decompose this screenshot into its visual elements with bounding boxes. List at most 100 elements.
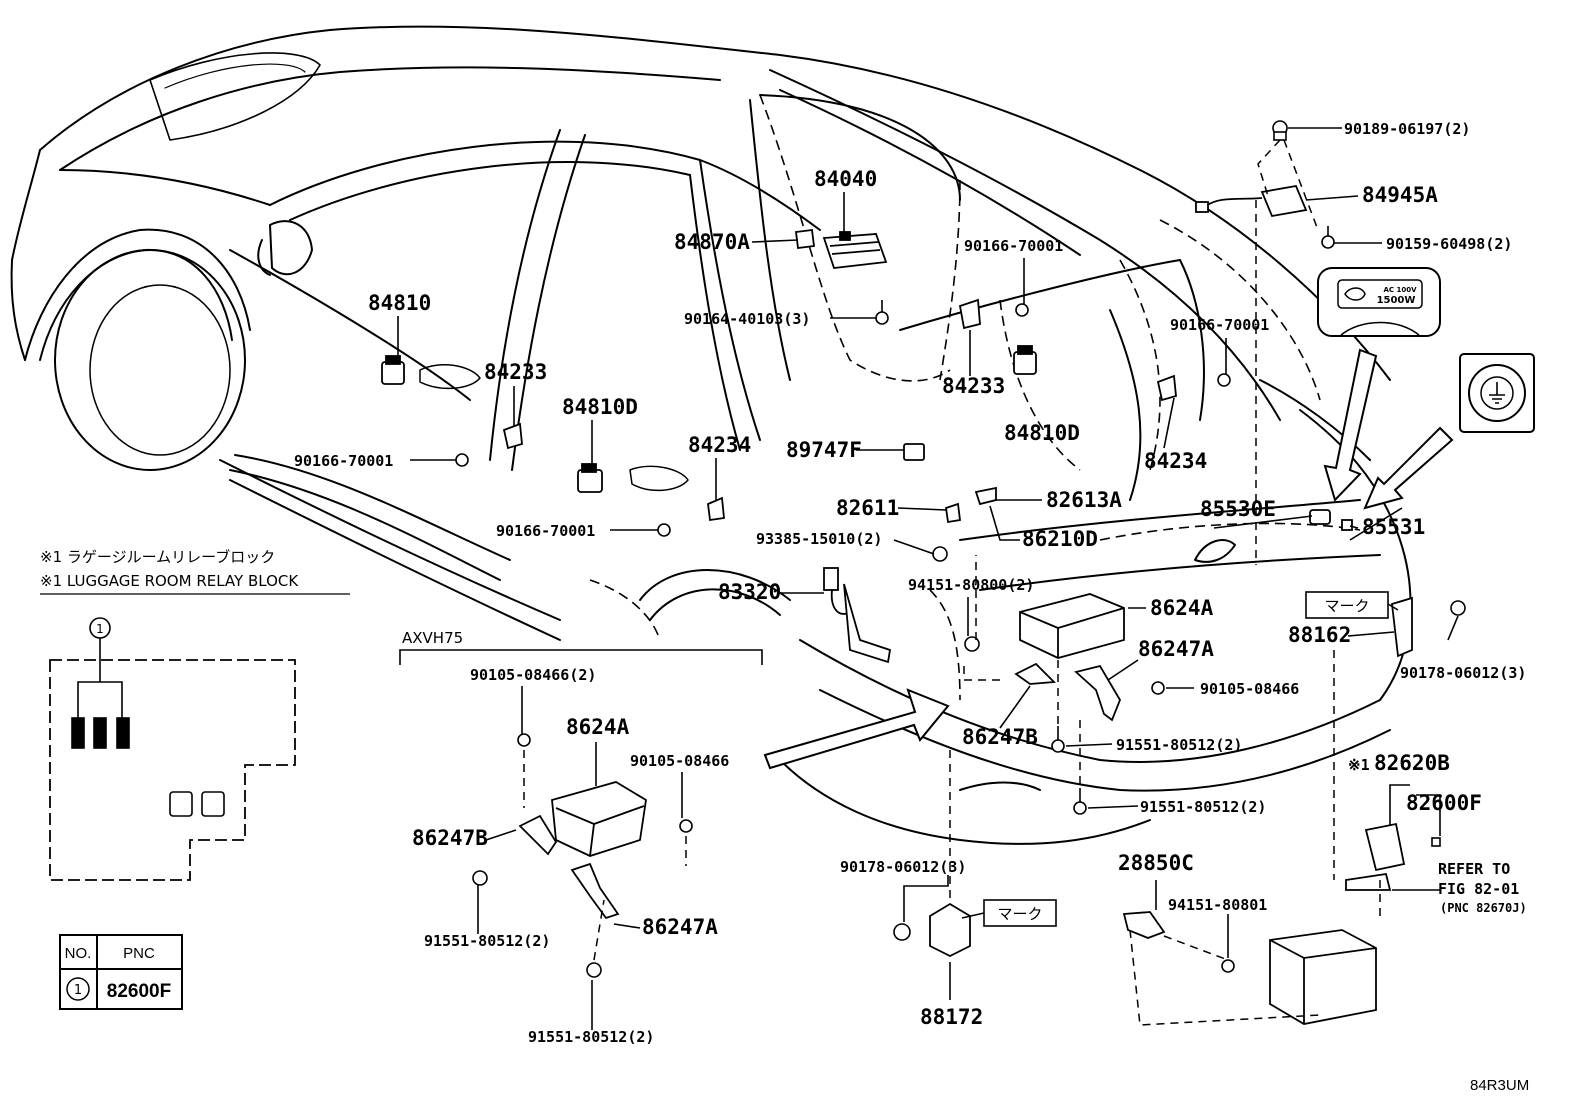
label-84234-right: 84234 (1144, 449, 1207, 473)
screw-90159-icon (1321, 226, 1335, 249)
label-84810d-left: 84810D (562, 395, 638, 419)
clip-85531-icon (1341, 519, 1353, 531)
relay-callout-number: 1 (96, 622, 104, 636)
relay-block-inset (49, 659, 296, 881)
relay-85530e-icon (1309, 509, 1331, 525)
label-90164-40103: 90164-40103(3) (684, 310, 810, 328)
label-8624a-main: 8624A (1150, 596, 1214, 620)
label-90159-60498: 90159-60498(2) (1386, 235, 1512, 253)
plug-icon (1344, 287, 1366, 301)
relay-block-84040-icon (822, 231, 888, 269)
switch-84870a-icon (794, 228, 816, 250)
note-en: ※1 LUGGAGE ROOM RELAY BLOCK (40, 572, 299, 590)
relay-block-82620b-icon (1345, 822, 1406, 891)
refer-line3: (PNC 82670J) (1440, 901, 1527, 915)
label-84233-right: 84233 (942, 374, 1005, 398)
label-82600f: 82600F (1406, 791, 1482, 815)
arrow-to-85530e (1323, 348, 1378, 502)
label-84945a: 84945A (1362, 183, 1438, 207)
connector-82611-icon (945, 502, 962, 524)
mark-label-boxes (961, 591, 1399, 927)
label-90166-70001-d: 90166-70001 (496, 522, 595, 540)
sensor-83320-icon (823, 567, 892, 664)
label-85530e: 85530E (1200, 497, 1276, 521)
part-glyphs (381, 184, 1413, 1025)
refer-line1: REFER TO (1438, 860, 1510, 878)
label-90105-08466-a: 90105-08466 (1200, 680, 1299, 698)
ground-knob-inset (1459, 353, 1535, 433)
sensor-88172-icon (929, 902, 971, 958)
nut-90178a-icon (1450, 600, 1466, 616)
clamp-82613a-icon (974, 486, 997, 506)
label-90105-08466-inset-b: 90105-08466 (630, 752, 729, 770)
bolt-91551d-icon (586, 962, 602, 978)
label-91551-80512-a: 91551-80512(2) (1116, 736, 1242, 754)
label-8624a-inset: 8624A (566, 715, 630, 739)
label-85531: 85531 (1362, 515, 1425, 539)
outlet-84945a-icon (1195, 184, 1308, 218)
sensor-88162-icon (1391, 596, 1413, 658)
label-93385-15010: 93385-15010(2) (756, 530, 882, 548)
table-cell-pnc: 82600F (107, 981, 171, 1002)
refer-line2: FIG 82-01 (1438, 880, 1519, 898)
arrow-to-8624a (763, 688, 950, 770)
ecu-8624a-inset-icon (551, 781, 647, 857)
label-88172: 88172 (920, 1005, 983, 1029)
note-jp: ※1 ラゲージルームリレーブロック (40, 548, 275, 566)
label-84234-left: 84234 (688, 433, 751, 457)
nut-90178b-icon (893, 923, 911, 941)
label-28850c: 28850C (1118, 851, 1194, 875)
nut-94151-80801-icon (1221, 959, 1235, 973)
axvh75-bracket (399, 649, 763, 665)
screw-90166b-icon (1217, 373, 1231, 387)
relay-28850c-icon (1122, 911, 1166, 939)
battery-icon (1269, 929, 1377, 1025)
label-91551-80512-b: 91551-80512(2) (1140, 798, 1266, 816)
nut-94151-80800-icon (964, 636, 980, 652)
arrow-to-85531 (1363, 426, 1454, 510)
screw-90166c-icon (455, 453, 469, 467)
label-84810d-right: 84810D (1004, 421, 1080, 445)
label-84040: 84040 (814, 167, 877, 191)
ground-icon (1489, 382, 1505, 404)
bolt-91551c-icon (472, 870, 488, 886)
mark-label-88172: マーク (997, 905, 1042, 923)
sensor-89747f-icon (903, 443, 925, 461)
label-82620b: 82620B (1374, 751, 1450, 775)
bracket-86247a-inset-icon (570, 862, 620, 920)
label-82613a: 82613A (1046, 488, 1122, 512)
table-header-no: NO. (65, 945, 92, 962)
table-header-pnc: PNC (123, 945, 155, 962)
label-90166-70001-b: 90166-70001 (1170, 316, 1269, 334)
bracket-86247a-right-icon (1074, 664, 1121, 722)
mark-label-88162: マーク (1324, 597, 1369, 615)
label-94151-80800: 94151-80800(2) (908, 576, 1034, 594)
switch-84810-icon (381, 355, 405, 385)
label-90166-70001-a: 90166-70001 (964, 237, 1063, 255)
part-labels: 84040 84870A 84810 84233 84233 84810D 84… (294, 120, 1527, 1046)
switch-84810d-right-icon (1013, 345, 1037, 375)
marker-82620b: ※1 (1348, 756, 1370, 774)
relay-block-detail (71, 617, 225, 817)
screw-90166d-icon (657, 523, 671, 537)
label-91551-80512-inset-b: 91551-80512(2) (528, 1028, 654, 1046)
label-82611: 82611 (836, 496, 899, 520)
bolt-91551b-icon (1073, 788, 1087, 815)
interior-trim-dashed (589, 94, 1361, 701)
label-86247a-main: 86247A (1138, 637, 1214, 661)
label-90189-06197: 90189-06197(2) (1344, 120, 1470, 138)
label-86210d: 86210D (1022, 527, 1098, 551)
bolt-90105b-icon (517, 733, 531, 747)
bracket-86247b-inset-icon (518, 814, 558, 856)
axvh75-label: AXVH75 (402, 629, 463, 647)
label-86247b-main: 86247B (962, 725, 1038, 749)
label-84870a: 84870A (674, 230, 750, 254)
bolt-90105c-icon (679, 819, 693, 833)
label-91551-80512-inset-a: 91551-80512(2) (424, 932, 550, 950)
label-90178-06012-a: 90178-06012(3) (1400, 664, 1526, 682)
label-90105-08466-inset: 90105-08466(2) (470, 666, 596, 684)
label-89747f: 89747F (786, 438, 862, 462)
outlet-voltage-text: AC 100V (1383, 286, 1417, 294)
